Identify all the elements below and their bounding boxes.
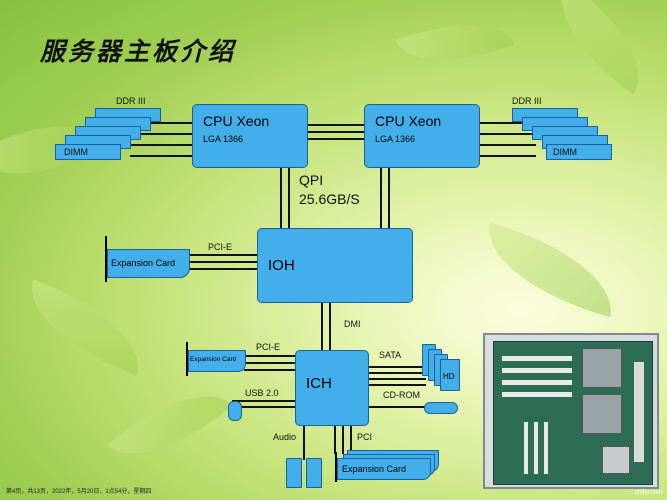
- cpu-right: CPU Xeon LGA 1366: [364, 104, 480, 168]
- ich-pcie-card: Expansion Card: [188, 350, 246, 372]
- usb-label: USB 2.0: [245, 388, 279, 398]
- cpu-left: CPU Xeon LGA 1366: [192, 104, 308, 168]
- ich-label: ICH: [306, 375, 332, 392]
- ddr-label-left: DDR III: [116, 96, 146, 106]
- ioh-label: IOH: [268, 257, 295, 274]
- hard-drive-icon: HD: [440, 359, 460, 391]
- speaker-icon: [286, 458, 302, 488]
- page-title: 服务器主板介绍: [40, 37, 237, 66]
- ioh-chip: IOH: [257, 228, 413, 303]
- hd-label: HD: [443, 372, 455, 381]
- dimm-label-left: DIMM: [64, 147, 88, 157]
- ich-chip: ICH: [295, 350, 369, 426]
- background-leaf: [14, 279, 156, 376]
- ich-pcie-card-label: Expansion Card: [190, 356, 237, 363]
- expansion-card-bracket: [105, 236, 107, 282]
- expansion-card-bracket: [335, 452, 337, 482]
- usb-device-icon: [228, 401, 242, 421]
- qpi-speed: 25.6GB/S: [299, 191, 360, 207]
- watermark: zhihu.com: [635, 490, 663, 496]
- dmi-label: DMI: [344, 319, 361, 329]
- speaker-icon: [306, 458, 322, 488]
- cdrom-label: CD-ROM: [383, 390, 420, 400]
- motherboard-photo: [483, 333, 659, 489]
- ddr-label-right: DDR III: [512, 96, 542, 106]
- background-leaf: [474, 222, 626, 318]
- ioh-bus-label: PCI-E: [208, 242, 233, 252]
- pci-label: PCI: [357, 432, 373, 442]
- pci-expansion-card: Expansion Card: [337, 458, 431, 480]
- cpu-left-name: CPU Xeon: [203, 113, 270, 129]
- qpi-name: QPI: [299, 172, 324, 188]
- dimm-module-front: DIMM: [55, 144, 121, 160]
- sata-label: SATA: [379, 350, 402, 360]
- expansion-card-bracket: [186, 342, 188, 376]
- dimm-module-front: DIMM: [546, 144, 612, 160]
- background-leaf: [535, 0, 665, 95]
- cpu-left-socket: LGA 1366: [203, 134, 244, 144]
- pci-card-label: Expansion Card: [342, 464, 407, 474]
- dimm-label-right: DIMM: [553, 147, 577, 157]
- motherboard-pcb: [493, 341, 653, 485]
- cdrom-drive-icon: [424, 402, 458, 414]
- background-leaf: [395, 2, 515, 83]
- slide-footer: 第4页，共13页，2022年，5月20日，1点54分，星期四: [6, 489, 152, 495]
- background-leaf: [107, 367, 233, 483]
- cpu-right-name: CPU Xeon: [375, 113, 442, 129]
- cpu-right-socket: LGA 1366: [375, 134, 416, 144]
- ioh-expansion-card: Expansion Card: [107, 249, 190, 278]
- audio-label: Audio: [273, 432, 297, 442]
- ich-pcie-label: PCI-E: [256, 342, 281, 352]
- ioh-card-label: Expansion Card: [111, 258, 176, 268]
